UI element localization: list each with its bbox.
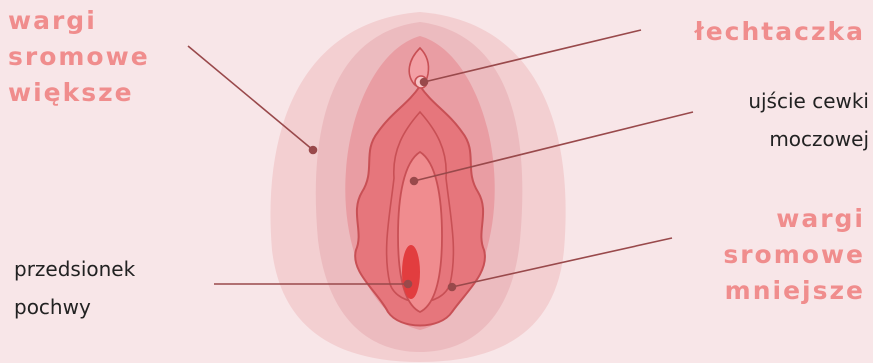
label-vaginal-vestibule-line-2: pochwy: [14, 288, 135, 326]
leader-dot-wargi-wieksze: [310, 147, 317, 154]
vulva-illustration: [270, 12, 565, 362]
label-vaginal-vestibule: przedsionek pochwy: [14, 250, 135, 326]
label-urethral-opening-line-1: ujście cewki: [748, 82, 869, 120]
label-vaginal-vestibule-line-1: przedsionek: [14, 250, 135, 288]
label-labia-minora-line-3: mniejsze: [723, 273, 865, 309]
label-labia-minora-line-2: sromowe: [723, 237, 865, 273]
label-labia-minora-line-1: wargi: [723, 201, 865, 237]
label-labia-majora-line-2: sromowe: [8, 39, 150, 75]
leader-dot-przedsionek: [405, 281, 412, 288]
label-labia-majora-line-1: wargi: [8, 3, 150, 39]
label-clitoris-text: łechtaczka: [694, 14, 865, 50]
label-urethral-opening-line-2: moczowej: [748, 120, 869, 158]
label-labia-minora: wargi sromowe mniejsze: [723, 201, 865, 309]
label-labia-majora-line-3: większe: [8, 75, 150, 111]
label-clitoris: łechtaczka: [694, 14, 865, 50]
label-urethral-opening: ujście cewki moczowej: [748, 82, 869, 158]
leader-dot-lechtaczka: [421, 79, 428, 86]
label-labia-majora: wargi sromowe większe: [8, 3, 150, 111]
vaginal-opening-shape: [402, 245, 420, 299]
leader-dot-wargi-mniejsze: [449, 284, 456, 291]
leader-dot-ujscie: [411, 178, 418, 185]
